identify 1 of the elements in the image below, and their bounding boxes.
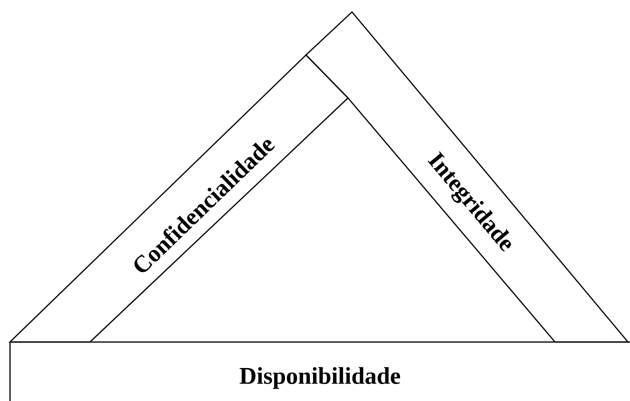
band: Disponibilidade [9, 341, 630, 401]
